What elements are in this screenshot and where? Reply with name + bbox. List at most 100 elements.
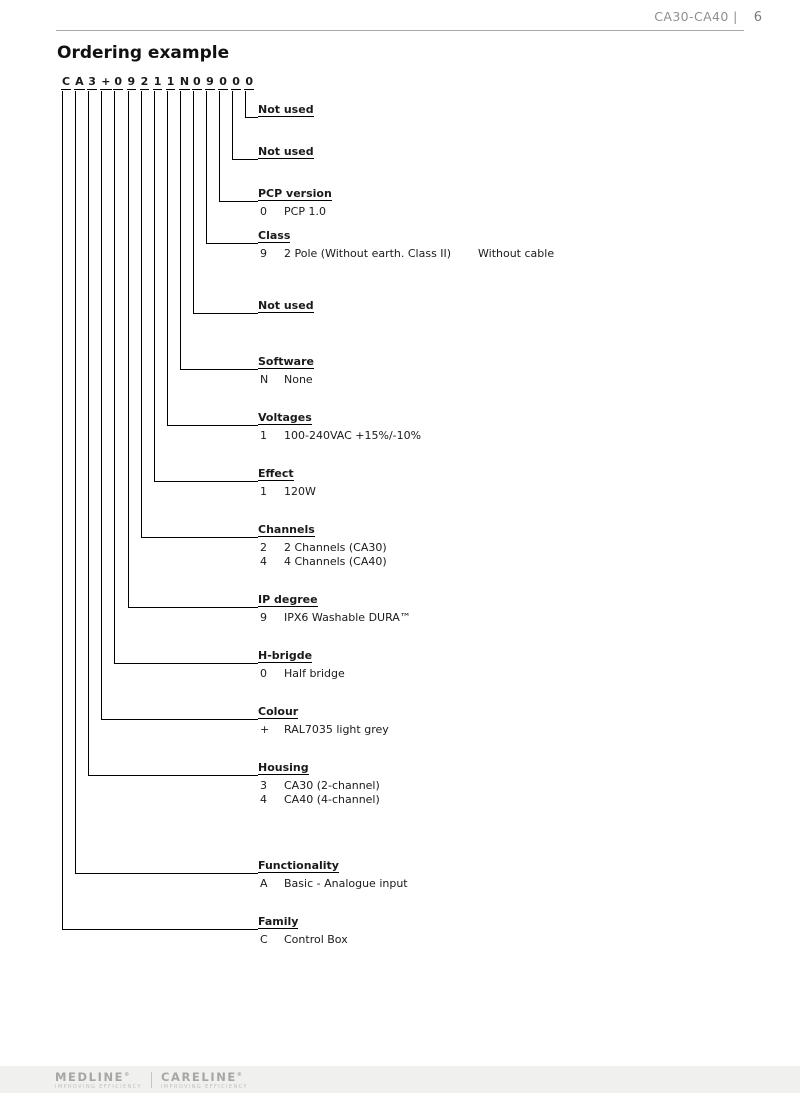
connector-hline	[88, 775, 258, 776]
connector-vline	[88, 91, 89, 776]
field-label: Colour	[258, 705, 299, 719]
connector-hline	[62, 929, 258, 930]
value-desc: 120W	[284, 485, 316, 498]
value-desc: None	[284, 373, 313, 386]
value-note: Without cable	[478, 247, 555, 260]
connector-hline	[141, 537, 258, 538]
medline-logo: MEDLINE® IMPROVING EFFICIENCY	[55, 1069, 142, 1090]
code-char: 3	[87, 75, 97, 90]
value-code: 2	[260, 541, 267, 554]
code-char: N	[178, 75, 191, 90]
value-code: 4	[260, 555, 267, 568]
registered-mark-icon: ®	[124, 1072, 130, 1079]
value-desc: 4 Channels (CA40)	[284, 555, 387, 568]
code-char: A	[74, 75, 85, 90]
code-char: 0	[231, 75, 241, 90]
field-value-row: 1 100-240VAC +15%/-10%	[260, 429, 421, 442]
code-char: 9	[126, 75, 137, 90]
value-code: 4	[260, 793, 267, 806]
registered-mark-icon: ®	[236, 1072, 242, 1079]
connector-vline	[62, 91, 63, 930]
connector-vline	[193, 91, 194, 314]
field-label: H-brigde	[258, 649, 313, 663]
field-value-row: +RAL7035 light grey	[260, 723, 389, 736]
connector-vline	[141, 91, 142, 538]
connector-hline	[245, 117, 258, 118]
header-rule	[56, 30, 744, 31]
connector-vline	[245, 91, 246, 118]
connector-vline	[180, 91, 181, 370]
page-number: 6	[753, 10, 762, 25]
connector-hline	[75, 873, 258, 874]
value-desc: 100-240VAC +15%/-10%	[284, 429, 422, 442]
value-desc: RAL7035 light grey	[284, 723, 389, 736]
page-title: Ordering example	[57, 43, 230, 63]
field-value-row: C Control Box	[260, 933, 348, 946]
code-char: 0	[192, 75, 202, 90]
code-char: 9	[205, 75, 215, 90]
connector-hline	[193, 313, 258, 314]
connector-hline	[128, 607, 258, 608]
medline-tagline: IMPROVING EFFICIENCY	[55, 1083, 142, 1090]
code-char: 0	[244, 75, 255, 90]
value-code: 1	[260, 485, 267, 498]
field-label: Voltages	[258, 411, 312, 425]
connector-vline	[206, 91, 207, 244]
connector-hline	[219, 201, 258, 202]
field-label: IP degree	[258, 593, 318, 607]
value-desc: Half bridge	[284, 667, 345, 680]
connector-vline	[128, 91, 129, 608]
page-header: CA30-CA40 | 6	[654, 9, 762, 25]
connector-hline	[206, 243, 258, 244]
field-value-row: A Basic - Analogue input	[260, 877, 408, 890]
connector-hline	[154, 481, 258, 482]
careline-logo: CARELINE® IMPROVING EFFICIENCY	[161, 1069, 248, 1090]
field-label: Not used	[258, 103, 314, 117]
value-desc: Control Box	[284, 933, 348, 946]
connector-hline	[114, 663, 258, 664]
connector-hline	[232, 159, 258, 160]
doc-title: CA30-CA40 |	[654, 9, 738, 24]
code-char: 1	[152, 75, 163, 90]
connector-vline	[101, 91, 102, 720]
field-label: Housing	[258, 761, 309, 775]
value-desc: CA30 (2-channel)	[284, 779, 380, 792]
field-label: Effect	[258, 467, 294, 481]
brand-divider	[150, 1071, 152, 1088]
value-desc: Basic - Analogue input	[284, 877, 408, 890]
field-label: Functionality	[258, 859, 339, 873]
field-label: Channels	[258, 523, 315, 537]
value-code: 1	[260, 429, 267, 442]
field-value-row: 4 4 Channels (CA40)	[260, 555, 387, 568]
field-label: Not used	[258, 145, 314, 159]
value-code: A	[260, 877, 268, 890]
code-char: 0	[113, 75, 124, 90]
value-code: 9	[260, 247, 267, 260]
brand-text: MEDLINE	[55, 1069, 125, 1084]
field-label: Family	[258, 915, 299, 929]
field-value-row: 9 IPX6 Washable DURA™	[260, 611, 411, 624]
value-desc: PCP 1.0	[284, 205, 326, 218]
value-desc: IPX6 Washable DURA™	[284, 611, 411, 624]
careline-brand-name: CARELINE®	[161, 1069, 248, 1083]
page-footer: MEDLINE® IMPROVING EFFICIENCY CARELINE® …	[0, 1066, 800, 1093]
code-char: +	[100, 75, 112, 90]
field-value-row: 3 CA30 (2-channel)	[260, 779, 380, 792]
code-char: 1	[165, 75, 176, 90]
connector-vline	[219, 91, 220, 202]
value-code: 0	[260, 667, 267, 680]
value-code: 9	[260, 611, 267, 624]
connector-vline	[232, 91, 233, 160]
value-code: C	[260, 933, 268, 946]
connector-hline	[167, 425, 258, 426]
medline-brand-name: MEDLINE®	[55, 1069, 142, 1083]
value-code: N	[260, 373, 269, 386]
value-code: 3	[260, 779, 267, 792]
brand-text: CARELINE	[160, 1069, 237, 1084]
